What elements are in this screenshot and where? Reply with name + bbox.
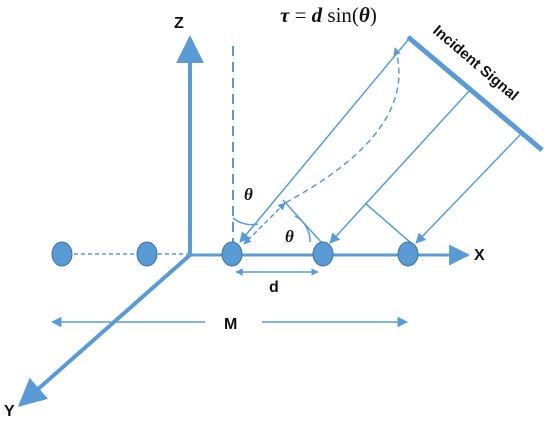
ray-1 — [239, 39, 409, 243]
array-element — [136, 241, 158, 267]
array-element — [312, 241, 334, 267]
array-element — [397, 241, 419, 267]
z-axis-label: Z — [174, 15, 184, 32]
ray-2 — [329, 89, 471, 244]
wavefront-line-2 — [364, 202, 412, 244]
y-axis — [17, 253, 192, 407]
ray-3 — [415, 134, 521, 244]
theta-label-lower: θ — [285, 227, 294, 246]
path-difference-arrow — [243, 202, 286, 245]
y-axis-label: Y — [4, 403, 15, 420]
spacing-label: d — [269, 279, 279, 296]
theta-label-upper: θ — [244, 185, 253, 204]
array-element — [221, 241, 243, 267]
incident-wavefront-bar — [406, 35, 544, 152]
span-label: M — [224, 316, 237, 333]
delay-curve-arrow — [284, 47, 401, 204]
x-axis-label: X — [474, 247, 485, 264]
delay-formula: τ = d sin(θ) — [280, 3, 377, 27]
angle-arc-upper — [232, 217, 259, 226]
angle-arc-lower — [294, 215, 311, 243]
array-element — [51, 241, 73, 267]
